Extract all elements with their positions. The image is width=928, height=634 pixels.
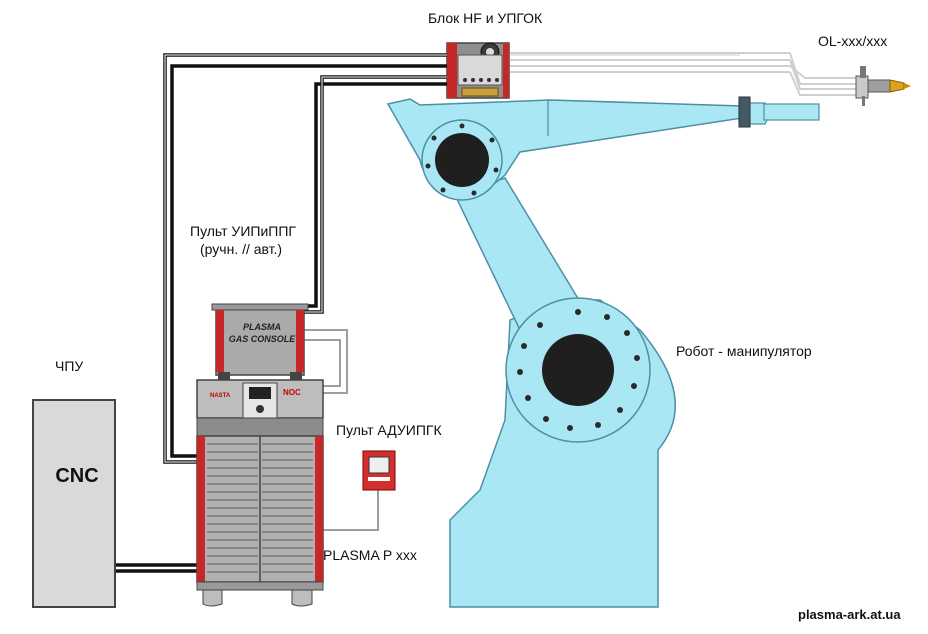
website-watermark: plasma-ark.at.ua [798, 607, 901, 622]
torch-clamp [738, 96, 751, 128]
front-logo-text: NOC [283, 388, 301, 397]
signal-lines [300, 329, 379, 531]
cnc-label: CNC [55, 465, 99, 487]
console-text-gas-console: GAS CONSOLE [228, 334, 296, 344]
pult-aduipgk [362, 450, 396, 491]
robot-shoulder-hole [435, 133, 489, 187]
hf-block [446, 42, 510, 99]
torch-hose-bundle [510, 52, 858, 96]
plasma-source-label: PLASMA P xxx [323, 547, 417, 563]
robot-base-hole [542, 334, 614, 406]
torch-label: OL-xxx/xxx [818, 33, 888, 49]
pult-uip-label: Пульт УИПиППГ [190, 223, 296, 239]
plasma-gas-console [211, 303, 309, 380]
plasma-power-source [196, 379, 324, 607]
robot-label: Робот - манипулятор [676, 343, 812, 359]
cnc-unit [32, 399, 116, 608]
front-brand-text: NASTA [210, 393, 231, 399]
chpu-label: ЧПУ [55, 358, 84, 374]
pult-adu-label: Пульт АДУИПГК [336, 422, 442, 438]
hf-block-label: Блок HF и УПГОК [428, 10, 543, 26]
robot-manipulator [386, 96, 820, 608]
robot-base-bolts [517, 309, 640, 431]
console-text-plasma: PLASMA [243, 322, 281, 332]
control-cables-inner [114, 54, 447, 569]
plasma-torch [855, 66, 911, 106]
pult-uip-mode-label: (ручн. // авт.) [200, 241, 283, 257]
